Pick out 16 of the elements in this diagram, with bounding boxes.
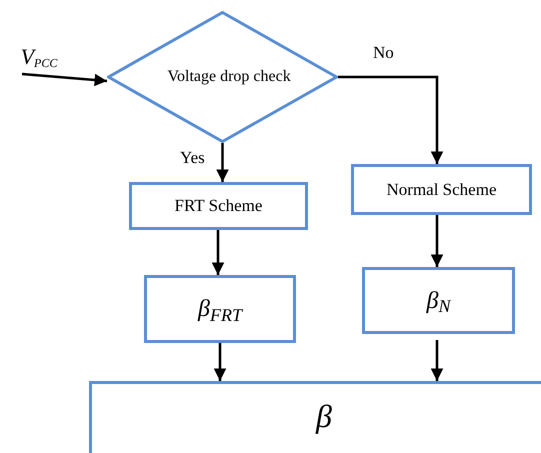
edge-label: No bbox=[371, 44, 396, 61]
arrow bbox=[216, 143, 229, 182]
result-box: β bbox=[89, 381, 541, 453]
output-box: β$_{N}$ bbox=[362, 267, 515, 334]
process-box: FRT Scheme bbox=[129, 182, 308, 230]
arrow bbox=[430, 340, 444, 381]
arrow bbox=[430, 215, 444, 267]
edge-label: Yes bbox=[178, 149, 207, 166]
arrow bbox=[22, 72, 108, 86]
arrow bbox=[338, 76, 444, 164]
arrow bbox=[214, 343, 226, 381]
arrow bbox=[212, 230, 224, 275]
decision-diamond: Voltage drop check bbox=[107, 11, 338, 143]
output-box: β$_{FRT}$ bbox=[144, 275, 296, 343]
input-label: V$_{PCC}$ bbox=[8, 44, 70, 70]
process-box: Normal Scheme bbox=[351, 164, 532, 215]
